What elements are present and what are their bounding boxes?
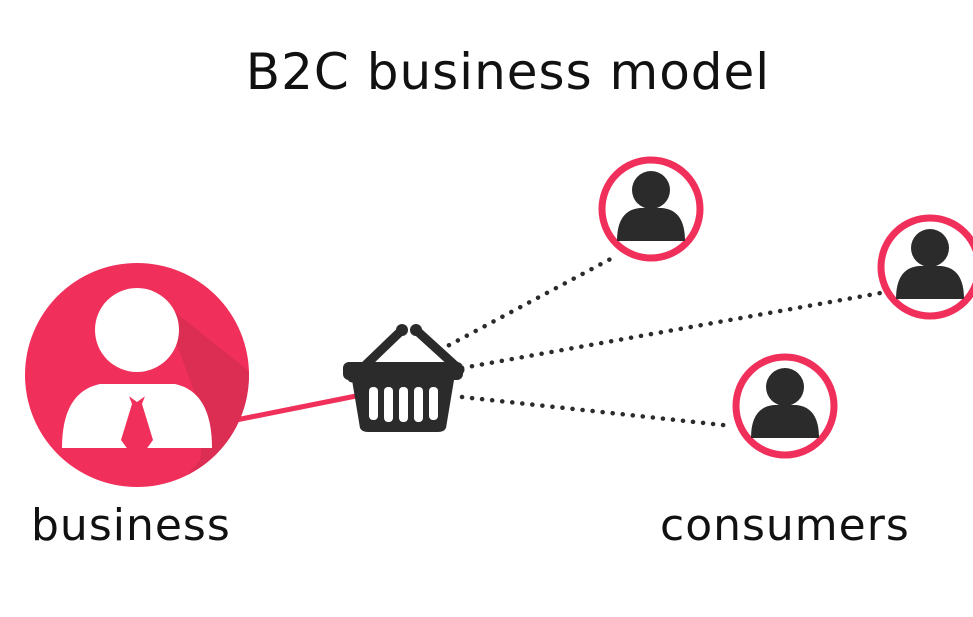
person-icon [877,214,973,320]
basket-to-consumer-1-link [437,252,621,353]
diagram-title: B2C business model [245,43,771,101]
businessman-icon [25,263,249,487]
shopping-basket-icon [343,324,465,432]
business-label: business [31,500,231,551]
business-to-basket-link [233,393,359,423]
basket-to-consumer-2-link [459,289,889,371]
consumers-label: consumers [660,500,910,551]
person-icon [598,156,704,262]
basket-to-consumer-3-link [459,394,735,429]
person-icon [732,353,838,459]
